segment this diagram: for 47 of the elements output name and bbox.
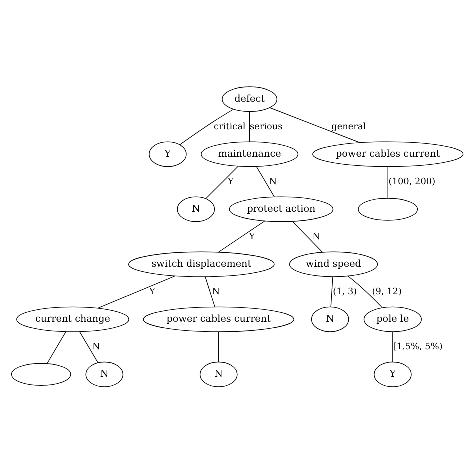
edge-label: Y bbox=[227, 177, 234, 188]
connector bbox=[256, 166, 274, 198]
node-ellipse: N bbox=[199, 362, 238, 388]
connector bbox=[292, 221, 322, 253]
node-ellipse: wind speed bbox=[288, 252, 378, 278]
node-ellipse: pole le bbox=[363, 306, 422, 332]
connector bbox=[205, 166, 238, 200]
node-ellipse bbox=[358, 198, 418, 221]
node-ellipse: Y bbox=[374, 362, 412, 388]
edge-label: N bbox=[312, 232, 320, 242]
connector bbox=[97, 276, 176, 309]
node-ellipse: power cables current bbox=[142, 306, 294, 332]
edge-label: serious bbox=[249, 122, 282, 132]
node-ellipse: protect action bbox=[228, 196, 334, 222]
connector bbox=[248, 112, 250, 142]
edge-label: (1, 3) bbox=[332, 287, 357, 298]
edge-label: N bbox=[212, 287, 220, 298]
connector bbox=[79, 332, 98, 364]
edge-label: (9, 12) bbox=[372, 287, 402, 298]
node-ellipse: N bbox=[85, 362, 124, 388]
edge-label: [1.5%, 5%) bbox=[392, 342, 442, 352]
connector bbox=[269, 108, 360, 144]
edge-label: Y bbox=[149, 287, 155, 298]
node-ellipse: current change bbox=[16, 306, 129, 332]
connector bbox=[392, 332, 393, 362]
edge-label: (100, 200) bbox=[388, 177, 436, 188]
node-ellipse: maintenance bbox=[200, 142, 298, 168]
node-ellipse: N bbox=[310, 306, 349, 332]
connector bbox=[179, 109, 234, 146]
node-ellipse: defect bbox=[222, 86, 278, 112]
edge-label: critical bbox=[213, 122, 246, 132]
edge-label: Y bbox=[248, 232, 255, 242]
edge-label: N bbox=[268, 177, 277, 188]
connector bbox=[330, 276, 333, 308]
connector bbox=[218, 220, 265, 253]
connector bbox=[204, 276, 215, 308]
connector bbox=[46, 332, 66, 364]
connector bbox=[218, 332, 219, 362]
connector bbox=[347, 276, 382, 308]
connector bbox=[387, 166, 388, 199]
node-ellipse: switch displacement bbox=[128, 252, 274, 278]
node-ellipse: Y bbox=[148, 142, 186, 168]
node-ellipse bbox=[10, 363, 71, 386]
node-ellipse: power cables current bbox=[312, 142, 464, 168]
edge-label: general bbox=[331, 122, 366, 132]
edge-label: N bbox=[92, 342, 100, 352]
node-ellipse: N bbox=[176, 196, 215, 222]
